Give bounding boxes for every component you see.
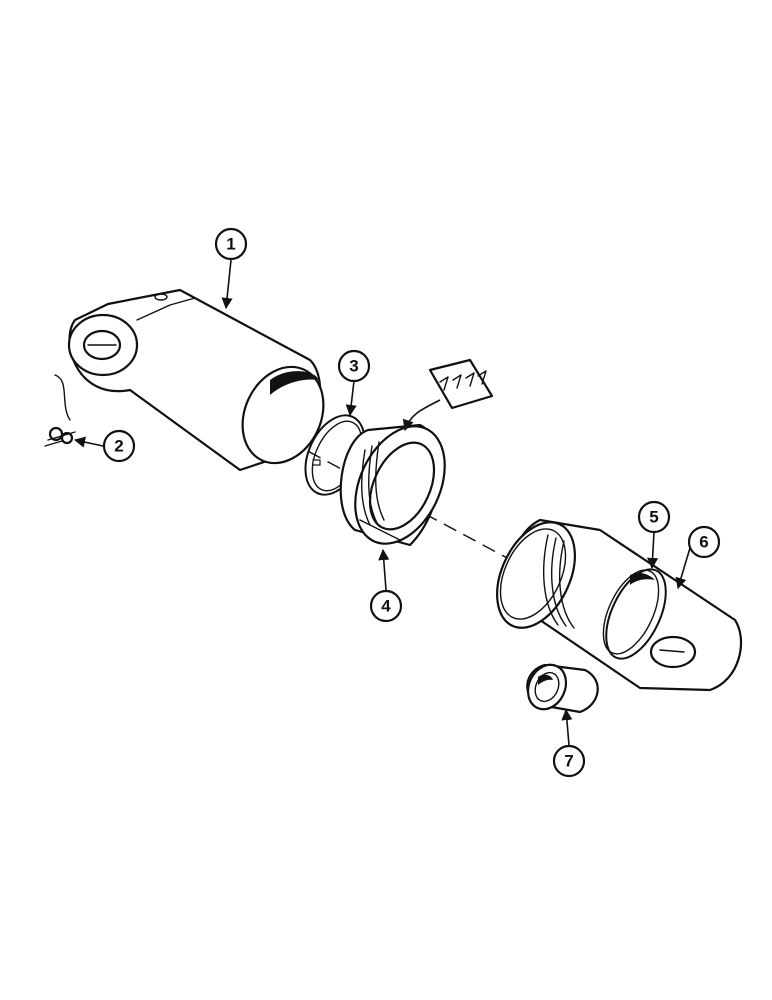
callout-label-6: 6 (699, 533, 708, 552)
leader-4 (378, 548, 390, 591)
callout-label-4: 4 (381, 597, 391, 616)
callout-label-3: 3 (349, 357, 358, 376)
grease-fitting-part (44, 426, 76, 447)
leader-5 (646, 531, 659, 570)
cylinder-barrel-part (54, 288, 325, 472)
leader-7 (561, 708, 573, 746)
callout-label-5: 5 (649, 508, 658, 527)
leader-1 (221, 259, 233, 310)
seal-detail-inset (402, 358, 494, 432)
leader-3 (345, 380, 357, 417)
leader-2 (73, 436, 104, 448)
piston-rod-part (496, 518, 743, 692)
callout-label-1: 1 (226, 235, 235, 254)
callout-5: 5 (637, 500, 671, 534)
callout-3: 3 (337, 349, 371, 383)
callout-label-7: 7 (564, 752, 573, 771)
callout-label-2: 2 (114, 437, 123, 456)
bushing-part (526, 663, 599, 714)
callout-2: 2 (102, 429, 136, 463)
callout-6: 6 (687, 525, 721, 559)
callout-1: 1 (214, 227, 248, 261)
gland-part (339, 423, 446, 547)
callout-4: 4 (369, 589, 403, 623)
leader-6 (675, 547, 691, 590)
callout-7: 7 (552, 744, 586, 778)
